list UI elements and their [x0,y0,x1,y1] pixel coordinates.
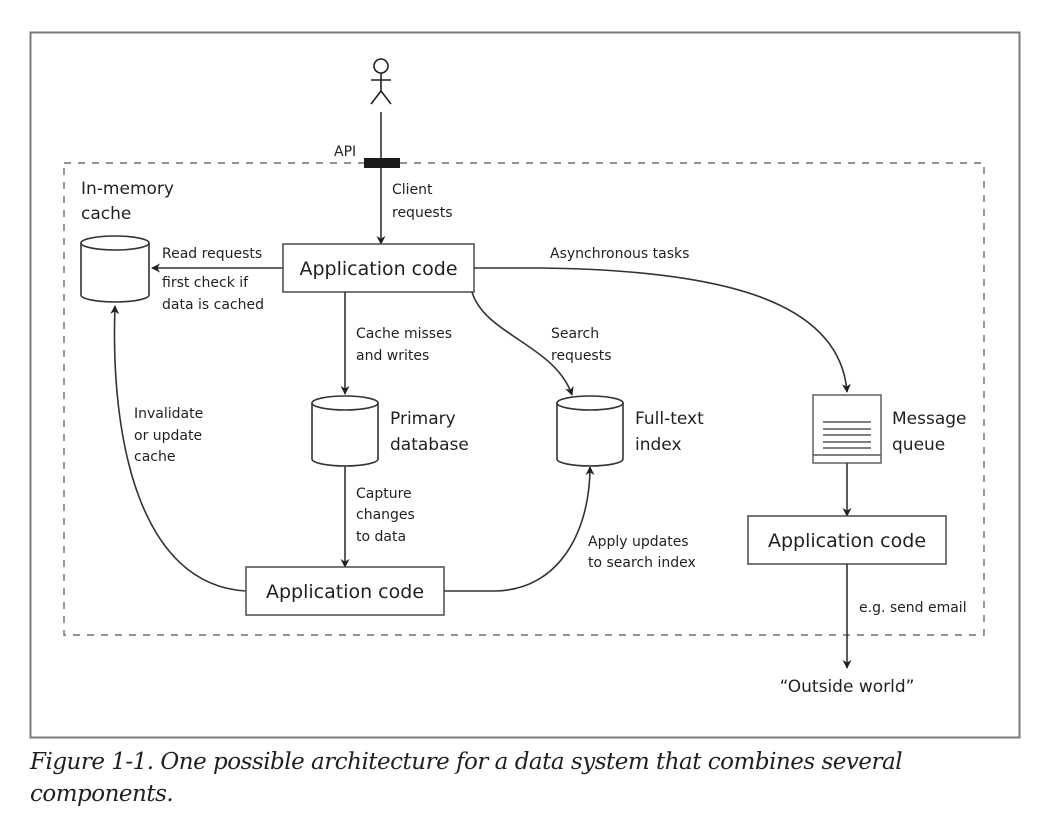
cache-label: In-memory cache [81,179,179,224]
edge-apply-updates [444,466,595,592]
figure-caption: Figure 1-1. One possible architecture fo… [30,749,903,807]
api-gateway-bar [364,158,400,168]
primary-database-cylinder-icon [311,395,379,467]
message-queue-label: Message queue [892,409,972,455]
apply-updates-label: Apply updates to search index [588,534,696,571]
search-requests-label: Search requests [551,326,612,364]
app-code-main-label: Application code [299,258,457,280]
edge-search-requests [471,291,574,396]
app-code-worker-box: Application code [747,515,947,565]
outside-world-label: “Outside world” [780,677,915,697]
app-code-main-box: Application code [282,243,475,293]
message-queue-icon [812,394,882,464]
invalidate-cache-label: Invalidate or update cache [134,406,208,465]
app-code-cdc-label: Application code [266,581,424,603]
api-label: API [334,144,356,160]
fulltext-index-label: Full-text index [635,409,709,455]
cache-misses-label: Cache misses and writes [356,326,456,364]
edge-invalidate-cache [110,305,247,592]
app-code-worker-label: Application code [768,530,926,552]
primary-database-label: Primary database [390,409,469,455]
send-email-label: e.g. send email [859,600,967,616]
cache-database-cylinder-icon [80,235,150,303]
user-stick-figure-icon [370,58,392,105]
system-boundary [63,162,985,636]
capture-changes-label: Capture changes to data [356,486,419,545]
read-requests-label: Read requests first check if data is cac… [162,246,267,313]
client-requests-label: Client requests [392,182,453,221]
app-code-cdc-box: Application code [245,566,445,616]
async-tasks-label: Asynchronous tasks [550,246,689,262]
fulltext-index-cylinder-icon [556,395,624,467]
figure-frame [29,31,1021,739]
edge-async-tasks [474,267,851,393]
